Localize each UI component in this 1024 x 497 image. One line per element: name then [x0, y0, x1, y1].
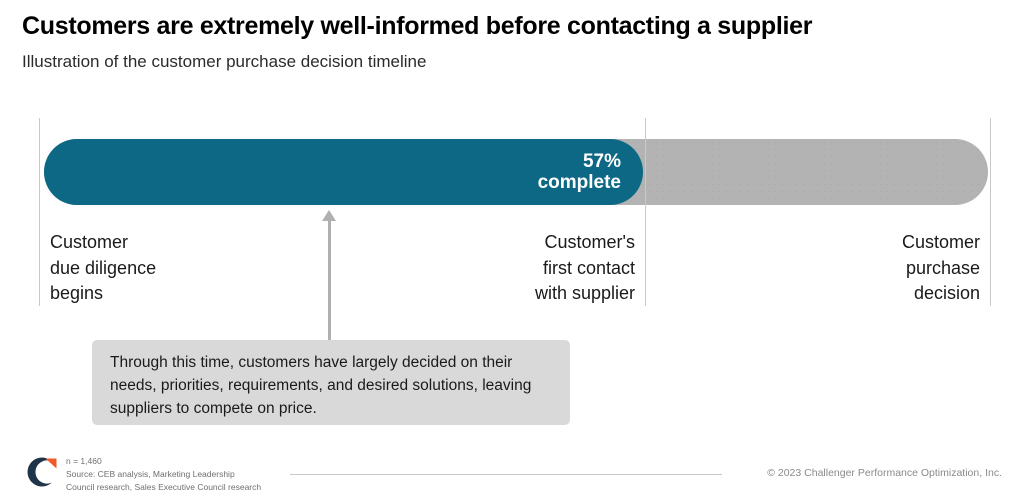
progress-percent-label: 57% complete [537, 150, 621, 193]
timeline-tick-middle [645, 118, 646, 306]
footer-source-note: n = 1,460 Source: CEB analysis, Marketin… [66, 456, 262, 492]
stage-label-purchase-decision: Customer purchase decision [901, 232, 980, 304]
callout-text: Through this time, customers have largel… [110, 354, 532, 417]
stage-label-due-diligence-begins: Customer due diligence begins [50, 232, 157, 304]
callout-box: Through this time, customers have largel… [92, 340, 570, 425]
page-title: Customers are extremely well-informed be… [22, 12, 813, 40]
callout-connector-line [328, 213, 331, 341]
timeline-tick-start [39, 118, 40, 306]
stage-label-first-contact: Customer's first contact with supplier [534, 232, 635, 304]
progress-bar-fill: 57% complete [44, 139, 643, 205]
challenger-logo-icon [22, 452, 62, 492]
timeline-tick-end [990, 118, 991, 306]
footer-divider [290, 474, 722, 475]
footer-copyright: © 2023 Challenger Performance Optimizati… [767, 467, 1002, 479]
page-subtitle: Illustration of the customer purchase de… [22, 52, 427, 71]
callout-arrow-icon [322, 210, 336, 221]
